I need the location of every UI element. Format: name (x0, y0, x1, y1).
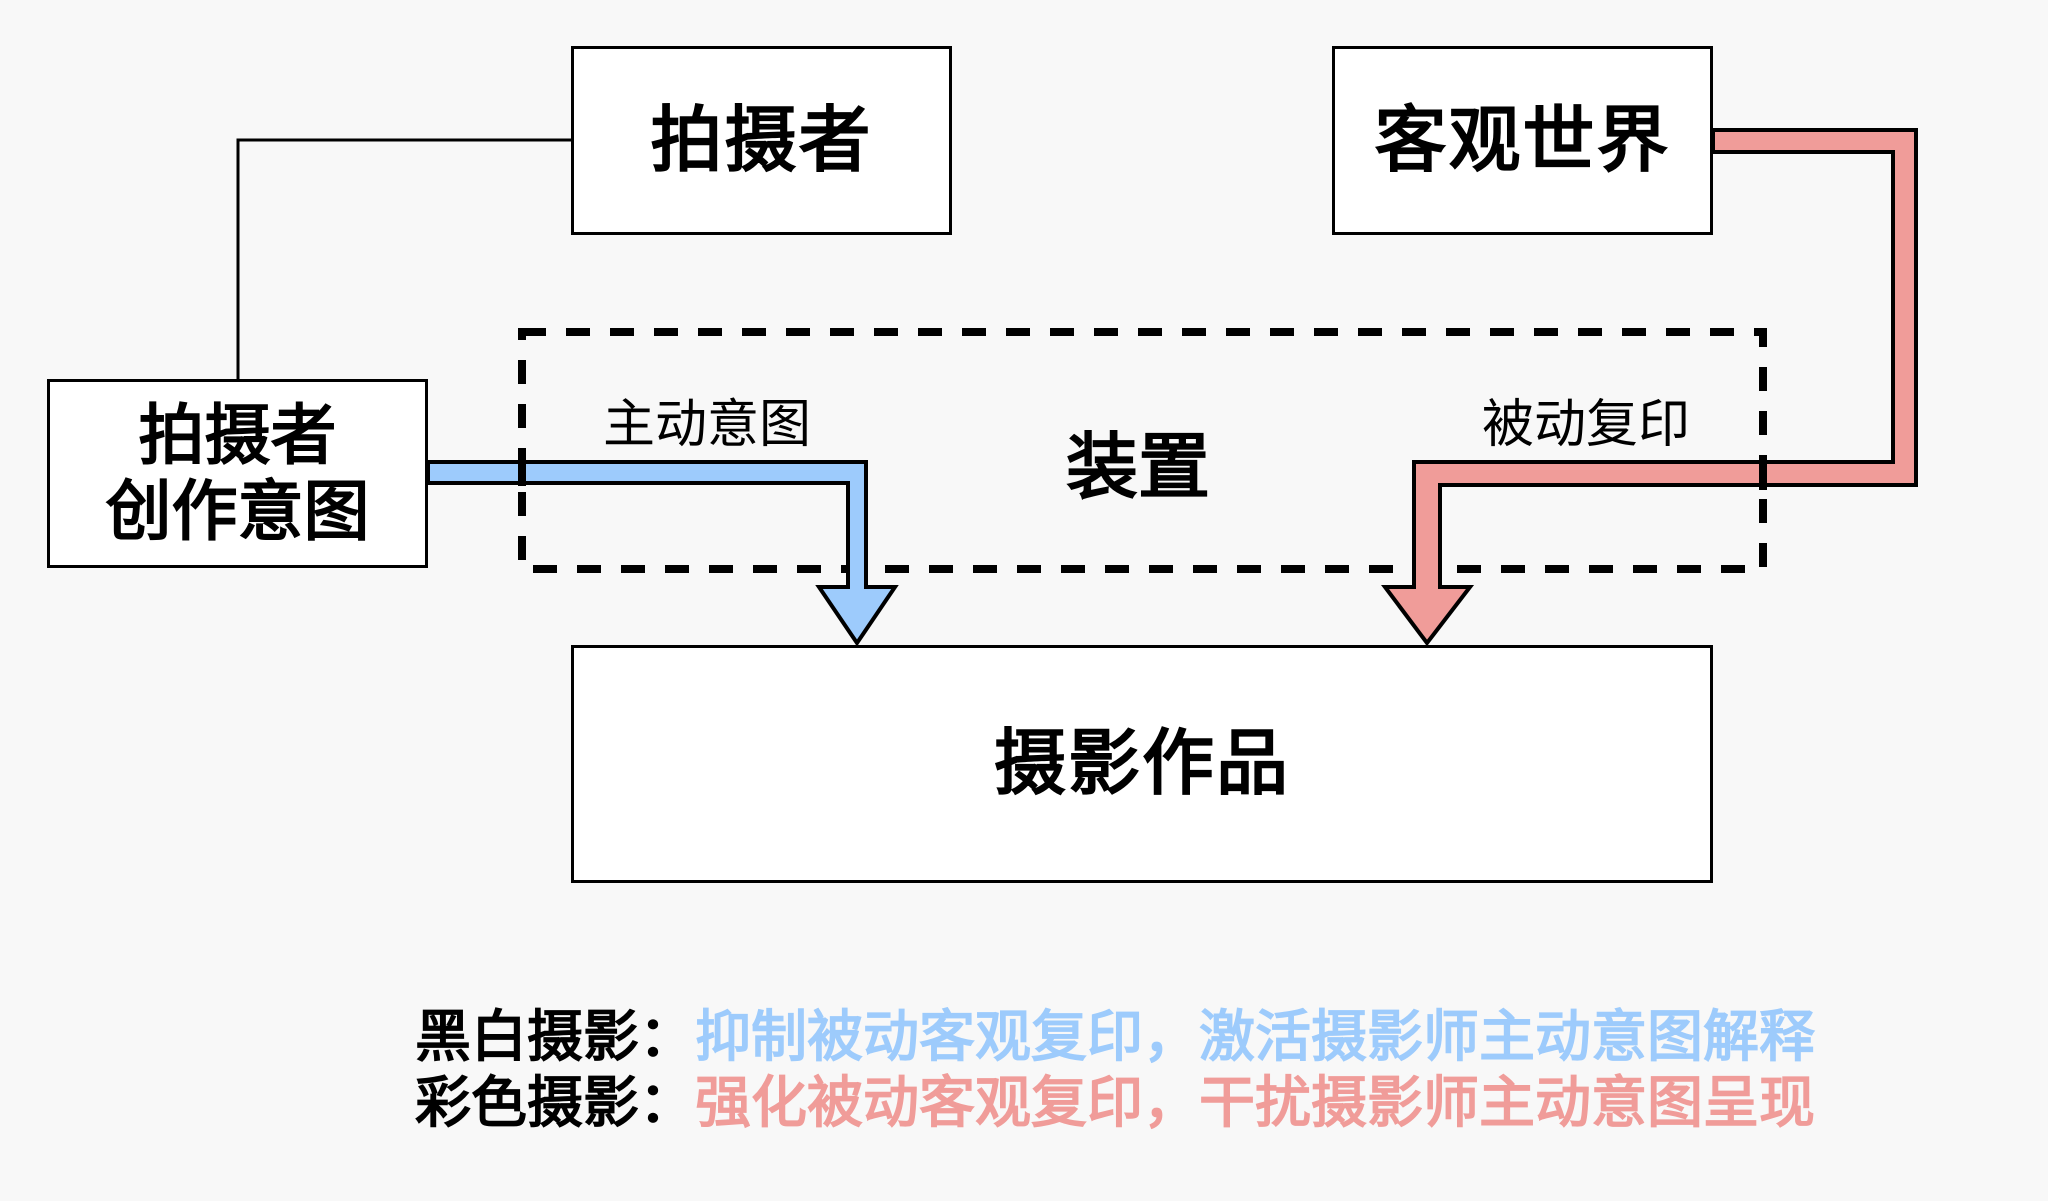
legend-bw: 黑白摄影：抑制被动客观复印，激活摄影师主动意图解释 (415, 1010, 1815, 1066)
photographic-work-label: 摄影作品 (993, 721, 1290, 806)
legend-color: 彩色摄影：强化被动客观复印，干扰摄影师主动意图呈现 (415, 1076, 1815, 1132)
photographer-label: 拍摄者 (650, 97, 873, 182)
legend-color-key: 彩色摄影： (415, 1071, 695, 1136)
legend-bw-key: 黑白摄影： (415, 1005, 695, 1070)
legend-color-text: 强化被动客观复印，干扰摄影师主动意图呈现 (695, 1071, 1815, 1136)
device-label: 装置 (1066, 425, 1211, 509)
photographer-connector (236, 138, 571, 379)
passive-copy-label: 被动复印 (1482, 395, 1691, 455)
objective-world-label: 客观世界 (1374, 97, 1671, 182)
device-boundary (518, 328, 1767, 573)
active-intent-label: 主动意图 (603, 395, 812, 455)
passive-copy-arrow (1381, 128, 1918, 647)
creative-intent-line1: 拍摄者 (138, 396, 337, 474)
active-intent-arrow (426, 460, 899, 647)
objective-world-box: 客观世界 (1332, 46, 1713, 235)
photographer-box: 拍摄者 (571, 46, 952, 235)
legend-bw-text: 抑制被动客观复印，激活摄影师主动意图解释 (695, 1005, 1815, 1070)
creative-intent-line2: 创作意图 (105, 472, 370, 550)
creative-intent-box: 拍摄者 创作意图 (47, 379, 428, 568)
photographic-work-box: 摄影作品 (571, 645, 1713, 883)
